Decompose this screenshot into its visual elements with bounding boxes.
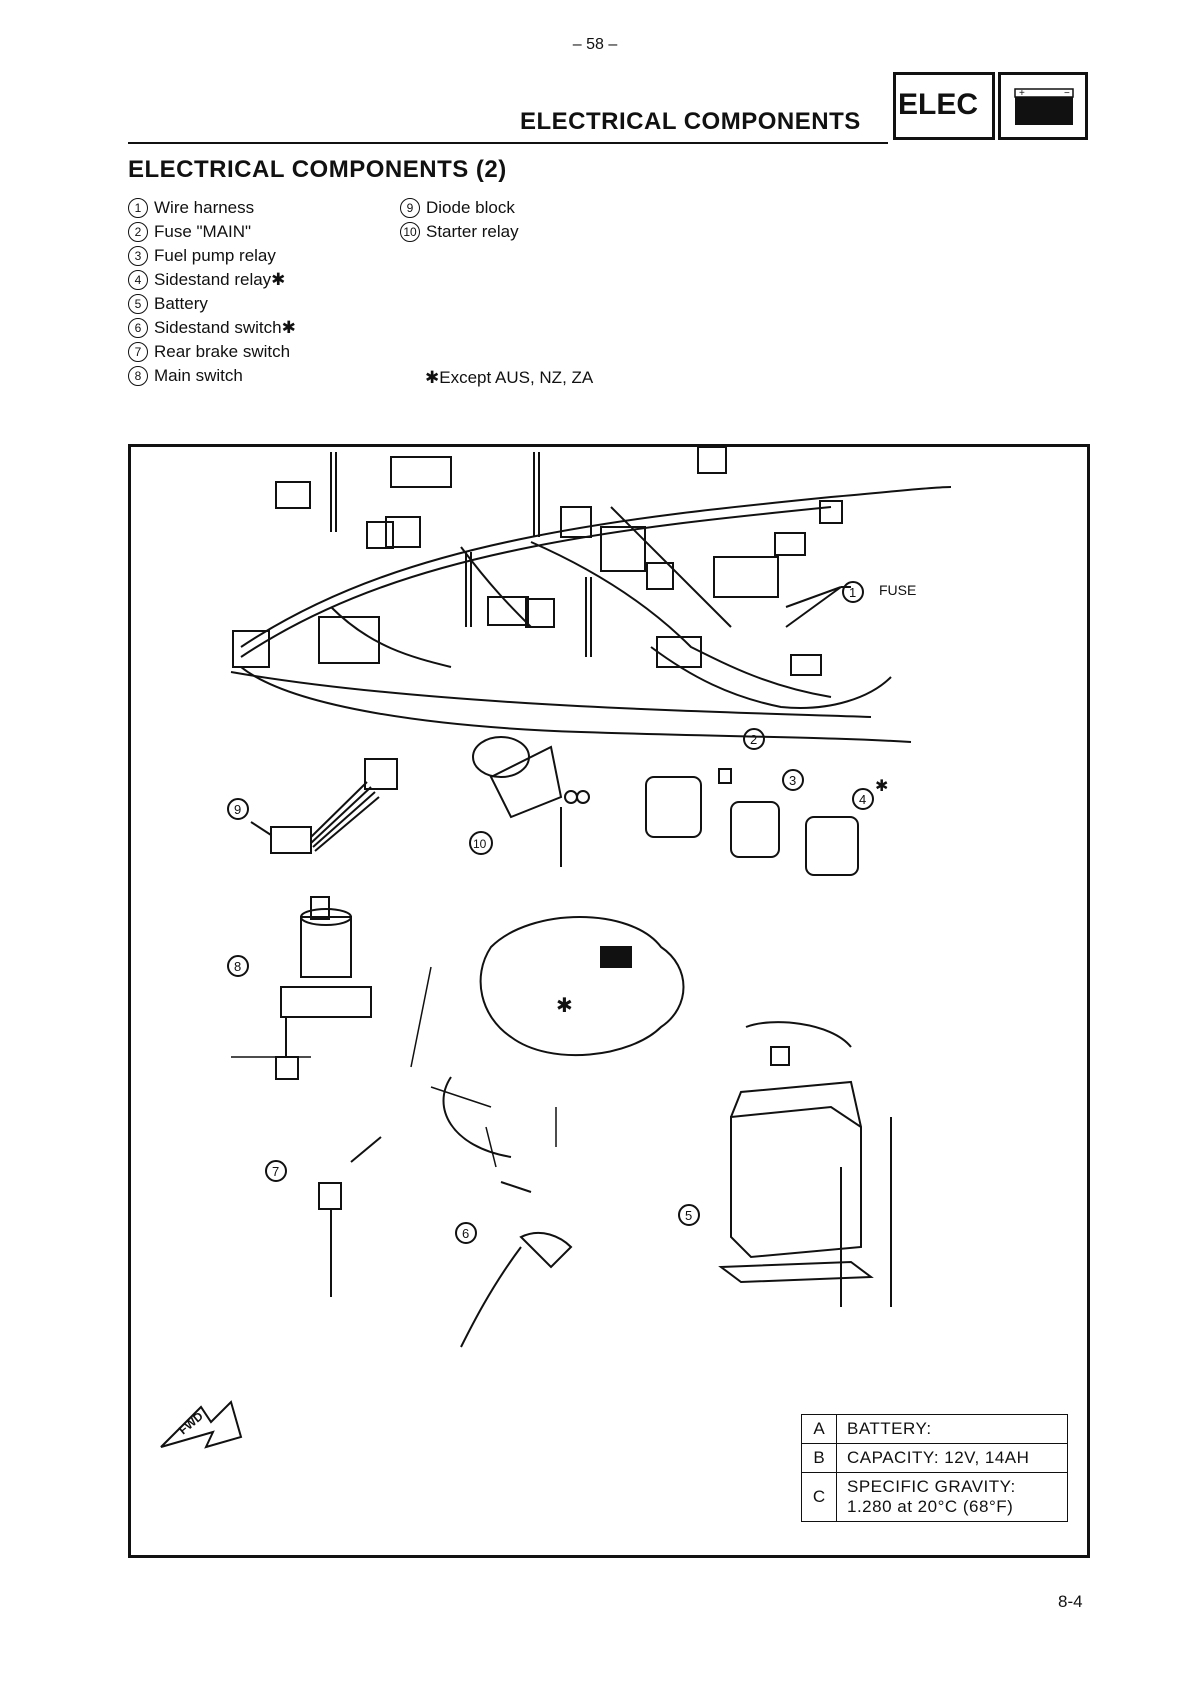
callout-10: 10 <box>469 831 493 855</box>
callout-3: 3 <box>782 769 804 791</box>
callout-label: 3 <box>789 773 796 788</box>
asterisk: ✱ <box>556 995 573 1017</box>
spec-key: A <box>801 1414 837 1444</box>
legend-item: 10 Starter relay <box>400 220 519 244</box>
diode-block-drawing <box>270 758 398 854</box>
callout-6: 6 <box>455 1222 477 1244</box>
callout-label: 1 <box>849 585 856 600</box>
legend-item: 4 Sidestand relay✱ <box>128 268 296 292</box>
battery-drawing <box>718 1021 892 1307</box>
callout-5: 5 <box>678 1204 700 1226</box>
callout-number: 3 <box>128 246 148 266</box>
page-reference: 8-4 <box>1058 1592 1083 1611</box>
spec-key: B <box>801 1443 837 1473</box>
callout-8: 8 <box>227 955 249 977</box>
legend-label: Diode block <box>426 198 515 217</box>
callout-label: 6 <box>462 1226 469 1241</box>
legend-label: Fuel pump relay <box>154 246 276 265</box>
svg-text:−: − <box>1064 88 1070 99</box>
spec-value: CAPACITY: 12V, 14AH <box>836 1443 1068 1473</box>
legend-item: 5 Battery <box>128 292 296 316</box>
section-tab-label: ELEC <box>898 88 979 121</box>
legend-label: Battery <box>154 294 208 313</box>
legend-item: 9 Diode block <box>400 196 519 220</box>
callout-2: 2 <box>743 728 765 750</box>
section-tab-box <box>893 72 995 140</box>
callout-9: 9 <box>227 798 249 820</box>
spec-key: C <box>801 1472 837 1522</box>
spec-value: SPECIFIC GRAVITY: <box>847 1477 1016 1496</box>
main-switch-drawing <box>275 896 372 1080</box>
legend-left: 1 Wire harness 2 Fuse "MAIN" 3 Fuel pump re… <box>128 196 296 388</box>
asterisk: ✱ <box>875 778 888 795</box>
callout-number: 1 <box>128 198 148 218</box>
callout-label: 8 <box>234 959 241 974</box>
callout-7: 7 <box>265 1160 287 1182</box>
callout-label: 4 <box>859 792 866 807</box>
spec-row: C SPECIFIC GRAVITY: 1.280 at 20°C (68°F) <box>801 1472 1068 1522</box>
region-note: ✱Except AUS, NZ, ZA <box>425 368 594 387</box>
legend-label: Wire harness <box>154 198 255 217</box>
legend-item: 8 Main switch <box>128 364 296 388</box>
callout-number: 5 <box>128 294 148 314</box>
callout-number: 6 <box>128 318 148 338</box>
callout-number: 10 <box>400 222 420 242</box>
callout-label: 2 <box>750 732 757 747</box>
callout-number: 8 <box>128 366 148 386</box>
spec-value-multiline: SPECIFIC GRAVITY: 1.280 at 20°C (68°F) <box>836 1472 1068 1522</box>
section-title: ELECTRICAL COMPONENTS <box>520 108 861 135</box>
wire-harness-drawing <box>230 446 952 743</box>
subtitle: ELECTRICAL COMPONENTS (2) <box>128 156 507 183</box>
fwd-label: FWD <box>176 1409 206 1438</box>
spec-value-line2: 1.280 at 20°C (68°F) <box>847 1497 1014 1516</box>
callout-1: 1 <box>842 581 864 603</box>
page-number: – 58 – <box>572 36 618 53</box>
callout-4: 4 ✱ <box>852 778 888 810</box>
fwd-arrow-drawing <box>160 1400 243 1449</box>
callout-number: 4 <box>128 270 148 290</box>
battery-spec-table: A BATTERY: B CAPACITY: 12V, 14AH C SPECI… <box>801 1414 1068 1522</box>
callout-label: 9 <box>234 802 241 817</box>
callout-number: 9 <box>400 198 420 218</box>
relays-drawing <box>645 768 859 876</box>
callout-number: 7 <box>128 342 148 362</box>
sidestand-switch-drawing <box>460 1181 573 1348</box>
legend-label: Sidestand relay✱ <box>154 270 286 289</box>
legend-label: Starter relay <box>426 222 519 241</box>
motorcycle-frame-drawing <box>442 916 685 1158</box>
rear-brake-switch-drawing <box>318 1136 382 1297</box>
starter-relay-drawing <box>472 736 590 867</box>
callout-label: 5 <box>685 1208 692 1223</box>
leader-line-1 <box>785 586 851 628</box>
header-rule <box>128 142 888 144</box>
diagram-label: FUSE <box>879 582 916 598</box>
svg-text:+: + <box>1019 88 1025 99</box>
legend-item: 6 Sidestand switch✱ <box>128 316 296 340</box>
battery-icon: + − <box>998 72 1088 140</box>
legend-label: Sidestand switch✱ <box>154 318 296 337</box>
legend-item: 1 Wire harness <box>128 196 296 220</box>
callout-number: 2 <box>128 222 148 242</box>
legend-label: Rear brake switch <box>154 342 291 361</box>
spec-row: A BATTERY: <box>801 1414 1068 1444</box>
legend-label: Fuse "MAIN" <box>154 222 252 241</box>
callout-label: 7 <box>272 1164 279 1179</box>
legend-item: 3 Fuel pump relay <box>128 244 296 268</box>
diagram-frame: FUSE <box>128 444 1090 1558</box>
legend-label: Main switch <box>154 366 243 385</box>
legend-item: 2 Fuse "MAIN" <box>128 220 296 244</box>
callout-label: 10 <box>473 837 487 851</box>
legend-right: 9 Diode block 10 Starter relay <box>400 196 519 244</box>
spec-row: B CAPACITY: 12V, 14AH <box>801 1443 1068 1473</box>
exploded-diagram: FUSE <box>160 446 952 1449</box>
spec-value: BATTERY: <box>836 1414 1068 1444</box>
legend-item: 7 Rear brake switch <box>128 340 296 364</box>
